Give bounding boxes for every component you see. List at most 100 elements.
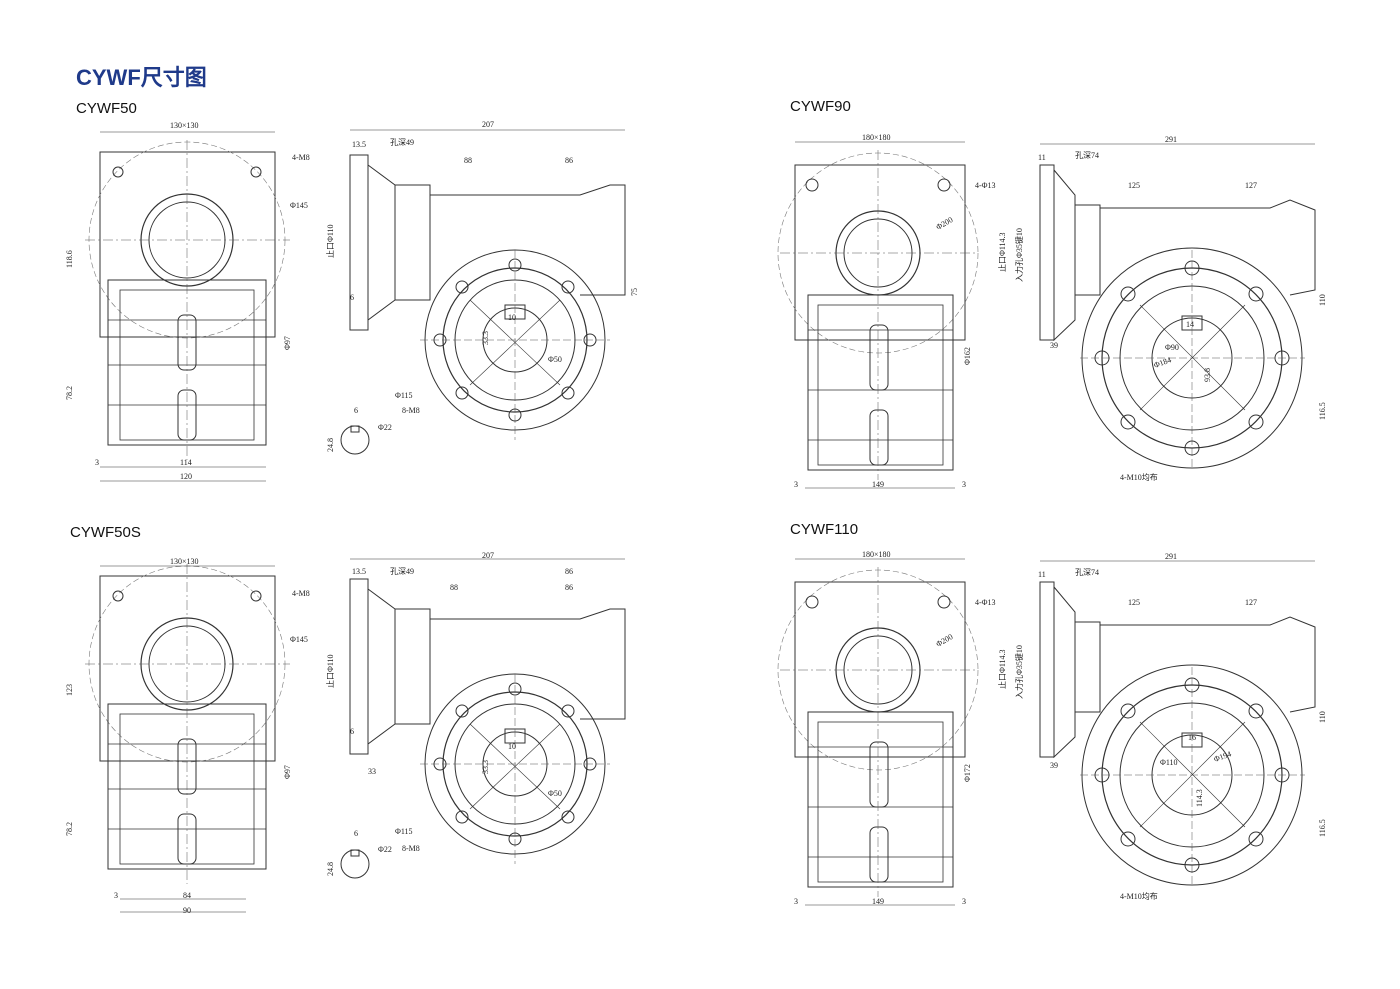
- dim-holes: 4-Φ13: [975, 598, 996, 607]
- panel-cywf50s: 130×130 4-M8 Φ145 123 78.2 Φ97 3 84 90 2…: [65, 551, 626, 915]
- dim-116: 116.5: [1318, 819, 1327, 837]
- dim-bore-depth: 孔深74: [1075, 151, 1099, 160]
- dim-50: Φ50: [548, 355, 562, 364]
- dim-inner: Φ90: [1165, 343, 1179, 352]
- dim-bottom-3: 3: [114, 891, 118, 900]
- front-view-cywf50: [84, 139, 291, 461]
- dim-bottom-inner: 149: [872, 480, 884, 489]
- dim-spigot: 止口Φ110: [325, 224, 335, 258]
- dim-overall: 207: [482, 551, 494, 560]
- dim-key: 16: [1188, 733, 1196, 742]
- dim-75: 75: [630, 288, 639, 296]
- dim-bolt-circle: Φ200: [935, 632, 955, 649]
- dim-flange: 130×130: [170, 557, 199, 566]
- dim-flange: 130×130: [170, 121, 199, 130]
- dim-33b: 33: [368, 767, 376, 776]
- key-22: Φ22: [378, 423, 392, 432]
- panel-cywf110: 180×180 4-Φ13 Φ200 Φ172 3 149 3 291 11 孔…: [777, 550, 1327, 906]
- dim-bottom-inner: 149: [872, 897, 884, 906]
- dim-flange: 180×180: [862, 133, 891, 142]
- dim-bottom-inner: 114: [180, 458, 192, 467]
- dim-97: Φ97: [283, 765, 292, 779]
- dim-lower: 78.2: [65, 386, 74, 400]
- dim-overall: 207: [482, 120, 494, 129]
- key-6: 6: [354, 406, 358, 415]
- front-view-cywf90: [777, 149, 979, 481]
- dim-10: 10: [508, 742, 516, 751]
- label-cywf50s: CYWF50S: [70, 524, 141, 541]
- key-22: Φ22: [378, 845, 392, 854]
- dim-33: 33.3: [481, 331, 490, 345]
- label-cywf110: CYWF110: [790, 521, 859, 538]
- dim-115: Φ115: [395, 391, 413, 400]
- dim-86b: 86: [565, 583, 573, 592]
- dim-outer: Φ184: [1153, 355, 1173, 370]
- dim-bore-depth: 孔深49: [390, 567, 414, 576]
- dim-bottom-3r: 3: [962, 480, 966, 489]
- key-24: 24.8: [326, 862, 335, 876]
- dim-172: Φ172: [963, 764, 972, 782]
- dim-8m8: 8-M8: [402, 844, 420, 853]
- dim-input: 入力孔Φ35键10: [1014, 645, 1024, 699]
- dim-162: Φ162: [963, 347, 972, 365]
- dim-127: 127: [1245, 598, 1257, 607]
- front-view-cywf110: [777, 566, 979, 898]
- dim-115: Φ115: [395, 827, 413, 836]
- dim-13-5: 13.5: [352, 567, 366, 576]
- dim-holes-bottom: 4-M10均布: [1120, 891, 1158, 901]
- dim-input: 入力孔Φ35键10: [1014, 228, 1024, 282]
- dim-bottom-3r: 3: [962, 897, 966, 906]
- dim-50: Φ50: [548, 789, 562, 798]
- dim-125: 125: [1128, 181, 1140, 190]
- title-latin: CYWF: [76, 65, 141, 90]
- dim-bore-depth: 孔深74: [1075, 568, 1099, 577]
- dim-key: 14: [1186, 320, 1194, 329]
- dim-height: 118.6: [65, 250, 74, 268]
- dim-10: 10: [508, 313, 516, 322]
- dim-6: 6: [350, 293, 354, 302]
- dim-88: 88: [464, 156, 472, 165]
- dim-11: 11: [1038, 153, 1046, 162]
- dim-86: 86: [565, 156, 573, 165]
- dim-6: 6: [350, 727, 354, 736]
- dim-inner: Φ110: [1160, 758, 1178, 767]
- panel-cywf50: 130×130 4-M8 Φ145 118.6 78.2 Φ97 3 114 1…: [65, 120, 639, 482]
- dim-93: 93.8: [1203, 368, 1212, 382]
- dim-holes: 4-M8: [292, 589, 310, 598]
- side-view-cywf110: [1039, 581, 1316, 888]
- key-6: 6: [354, 829, 358, 838]
- dim-110: 110: [1318, 294, 1327, 306]
- dim-holes: 4-M8: [292, 153, 310, 162]
- dim-bolt-circle: Φ145: [290, 201, 308, 210]
- dim-overall: 291: [1165, 552, 1177, 561]
- panel-cywf90: 180×180 4-Φ13 Φ200 Φ162 3 149 3 291 11 孔…: [777, 133, 1327, 489]
- page-title: CYWF尺寸图: [76, 60, 207, 92]
- dim-127: 127: [1245, 181, 1257, 190]
- side-view-cywf50: [340, 154, 626, 455]
- dim-holes: 4-Φ13: [975, 181, 996, 190]
- side-view-cywf90: [1039, 164, 1316, 471]
- key-24: 24.8: [326, 438, 335, 452]
- dim-spigot: 止口Φ114.3: [997, 232, 1007, 272]
- dim-bottom-outer: 120: [180, 472, 192, 481]
- dim-overall: 291: [1165, 135, 1177, 144]
- title-cn: 尺寸图: [140, 65, 207, 90]
- dim-bottom-3l: 3: [794, 480, 798, 489]
- dim-holes-bottom: 4-M10均布: [1120, 472, 1158, 482]
- dim-bore-depth: 孔深49: [390, 138, 414, 147]
- dim-125: 125: [1128, 598, 1140, 607]
- dim-spigot: 止口Φ110: [325, 654, 335, 688]
- dim-bolt-circle: Φ200: [935, 215, 955, 232]
- dim-116: 116.5: [1318, 402, 1327, 420]
- dim-bottom-3l: 3: [794, 897, 798, 906]
- dim-height: 123: [65, 684, 74, 696]
- dim-flange: 180×180: [862, 550, 891, 559]
- dim-88: 88: [450, 583, 458, 592]
- dim-lower: 78.2: [65, 822, 74, 836]
- dim-33: 33.3: [481, 760, 490, 774]
- side-view-cywf50s: [340, 578, 626, 879]
- dim-110: 110: [1318, 711, 1327, 723]
- label-cywf50: CYWF50: [76, 100, 137, 117]
- dim-bottom-inner: 84: [183, 891, 191, 900]
